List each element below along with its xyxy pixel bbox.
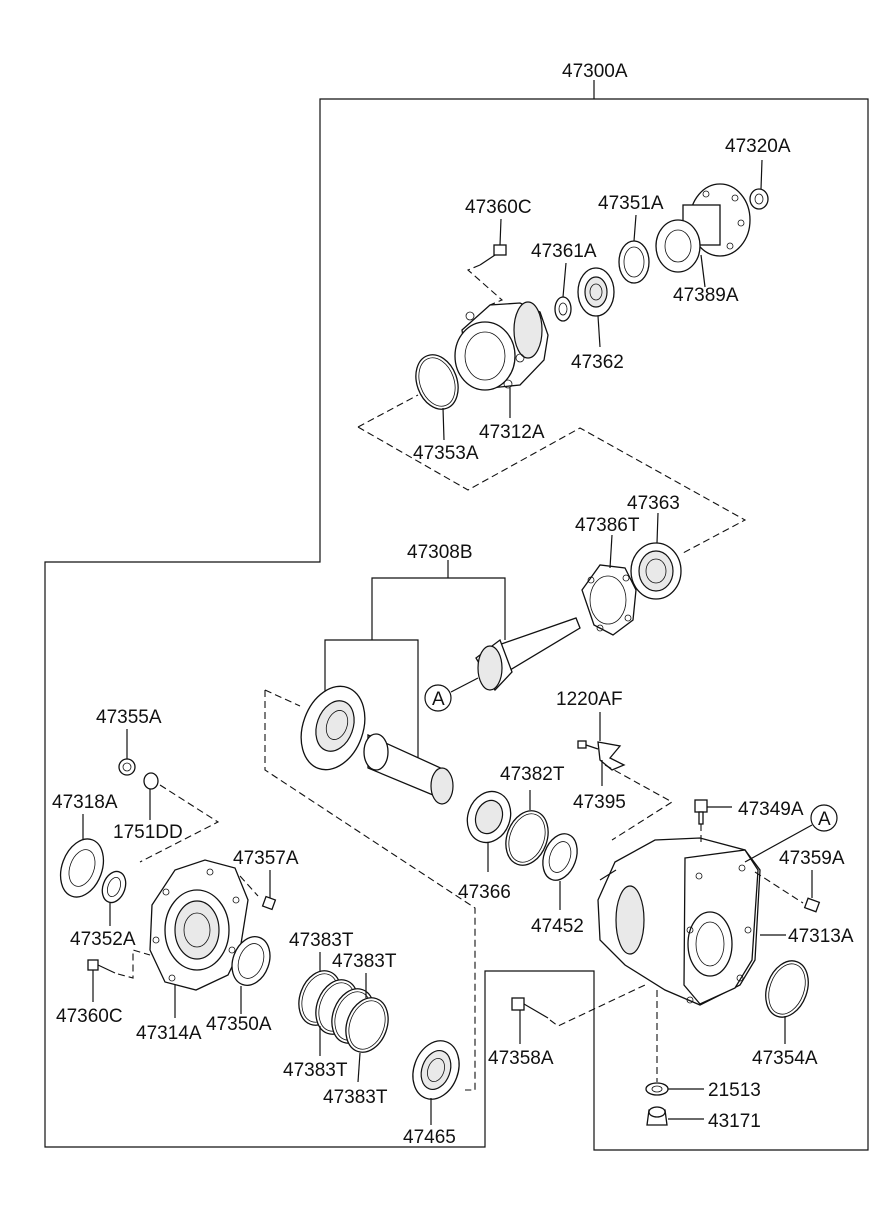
nut-47320A xyxy=(749,159,769,210)
seal-47452 xyxy=(542,833,578,910)
bearing-47366 xyxy=(466,790,512,872)
bearing-47465 xyxy=(412,1040,460,1125)
bolt-47358A xyxy=(511,984,646,1044)
rings-47383T xyxy=(298,952,389,1083)
callout-a-lower xyxy=(744,804,838,863)
label-47366: 47366 xyxy=(458,882,511,903)
bearing-47362 xyxy=(577,267,615,348)
gasket-47386T xyxy=(581,534,637,636)
oring-47353A xyxy=(415,354,459,441)
label-47361A: 47361A xyxy=(531,241,597,262)
washer-21513 xyxy=(645,990,704,1096)
dash-frame-top xyxy=(357,394,747,554)
ring-47382T xyxy=(505,790,549,866)
pin-47357A xyxy=(239,870,277,911)
label-47360C-bottom: 47360C xyxy=(56,1006,123,1027)
plug-43171 xyxy=(646,1106,704,1126)
label-47358A: 47358A xyxy=(488,1048,554,1069)
case-47314A xyxy=(149,859,249,1018)
label-47318A: 47318A xyxy=(52,792,118,813)
label-47386T: 47386T xyxy=(575,515,640,536)
bolt-47360C-top xyxy=(466,218,507,306)
label-47313A: 47313A xyxy=(788,926,854,947)
callout-a-upper-letter: A xyxy=(432,689,445,710)
label-47383T-d: 47383T xyxy=(323,1087,388,1108)
label-47465: 47465 xyxy=(403,1127,456,1148)
seal-47351A xyxy=(618,214,650,284)
label-47320A: 47320A xyxy=(725,136,791,157)
seal-47318A xyxy=(59,814,105,898)
label-47382T: 47382T xyxy=(500,764,565,785)
label-47395: 47395 xyxy=(573,792,626,813)
label-47350A: 47350A xyxy=(206,1014,272,1035)
label-47352A: 47352A xyxy=(70,929,136,950)
label-47359A: 47359A xyxy=(779,848,845,869)
label-47351A: 47351A xyxy=(598,193,664,214)
label-47357A: 47357A xyxy=(233,848,299,869)
label-47349A: 47349A xyxy=(738,799,804,820)
label-47363: 47363 xyxy=(627,493,680,514)
callout-a-upper xyxy=(424,677,479,712)
washer-1751DD xyxy=(139,772,220,863)
bolt-47360C-bottom xyxy=(87,949,151,1002)
case-47313A xyxy=(597,837,786,1006)
seal-47350A xyxy=(231,936,271,1014)
label-47389A: 47389A xyxy=(673,285,739,306)
pinion-shaft xyxy=(475,617,581,692)
bracket-47308B xyxy=(324,560,506,760)
label-47383T-a: 47383T xyxy=(289,930,354,951)
label-47362: 47362 xyxy=(571,352,624,373)
label-47452: 47452 xyxy=(531,916,584,937)
bolt-1220AF xyxy=(577,712,674,841)
plug-47355A xyxy=(118,729,136,776)
spacer-47361A xyxy=(554,262,572,322)
flange-47389A xyxy=(655,183,751,288)
output-shaft xyxy=(363,733,454,805)
label-47383T-c: 47383T xyxy=(283,1060,348,1081)
assembly-boundary xyxy=(44,98,869,1151)
label-47383T-b: 47383T xyxy=(332,951,397,972)
breather-47349A xyxy=(694,799,732,846)
assembly-label: 47300A xyxy=(562,61,628,82)
label-21513: 21513 xyxy=(708,1080,761,1101)
label-1220AF: 1220AF xyxy=(556,689,623,710)
pin-47359A xyxy=(754,870,821,913)
label-47360C-top: 47360C xyxy=(465,197,532,218)
label-47314A: 47314A xyxy=(136,1023,202,1044)
oring-47354A xyxy=(765,960,809,1044)
label-43171: 43171 xyxy=(708,1111,761,1132)
seal-47352A xyxy=(101,870,127,926)
label-47355A: 47355A xyxy=(96,707,162,728)
label-1751DD: 1751DD xyxy=(113,822,183,843)
dash-frame-middle xyxy=(264,689,476,1091)
bearing-47363 xyxy=(630,512,682,600)
label-47354A: 47354A xyxy=(752,1048,818,1069)
label-47312A: 47312A xyxy=(479,422,545,443)
label-47353A: 47353A xyxy=(413,443,479,464)
label-47308B: 47308B xyxy=(407,542,473,563)
callout-a-lower-letter: A xyxy=(818,809,831,830)
housing-47312A xyxy=(454,301,549,418)
ring-gear xyxy=(300,685,366,771)
